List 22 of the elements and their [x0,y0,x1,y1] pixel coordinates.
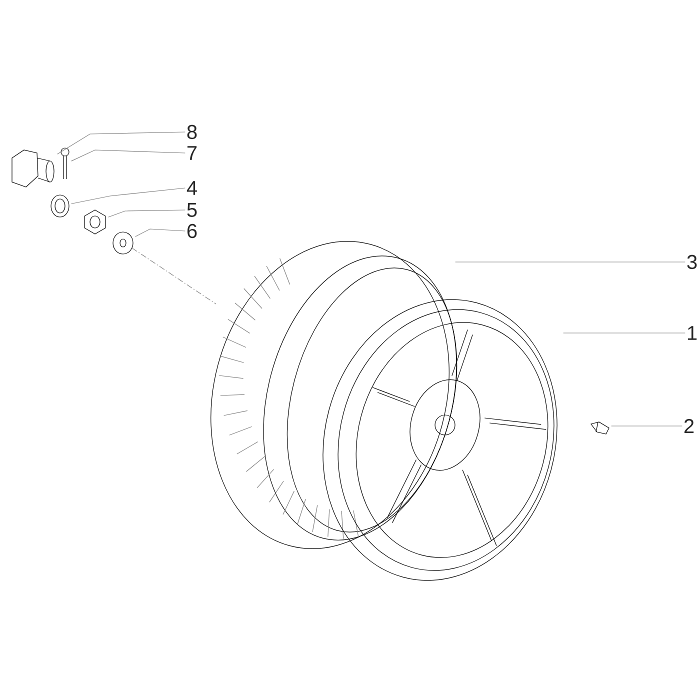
valve-drawing [590,422,610,434]
leader-line [135,228,186,237]
leader-line [108,210,186,218]
cap-nut-drawing [12,150,54,188]
callout-number: 3 [687,254,697,270]
callout-number: 6 [187,224,197,238]
leader-line [57,132,186,154]
callout-number: 5 [187,203,197,217]
nut-drawing [84,210,106,234]
washer-drawing [112,232,134,254]
leader-line [71,188,186,204]
leader-line [563,332,686,334]
callout-number: 7 [187,146,197,160]
leader-line [71,150,186,162]
tire-drawing [210,241,458,549]
wheel-rim-drawing [322,300,558,580]
callout-number: 1 [688,326,697,340]
callout-number: 8 [187,124,197,140]
cotter-pin-drawing [60,148,70,180]
callout-number: 2 [684,419,694,433]
callout-number: 4 [186,181,197,195]
lock-ring-drawing [50,194,70,218]
